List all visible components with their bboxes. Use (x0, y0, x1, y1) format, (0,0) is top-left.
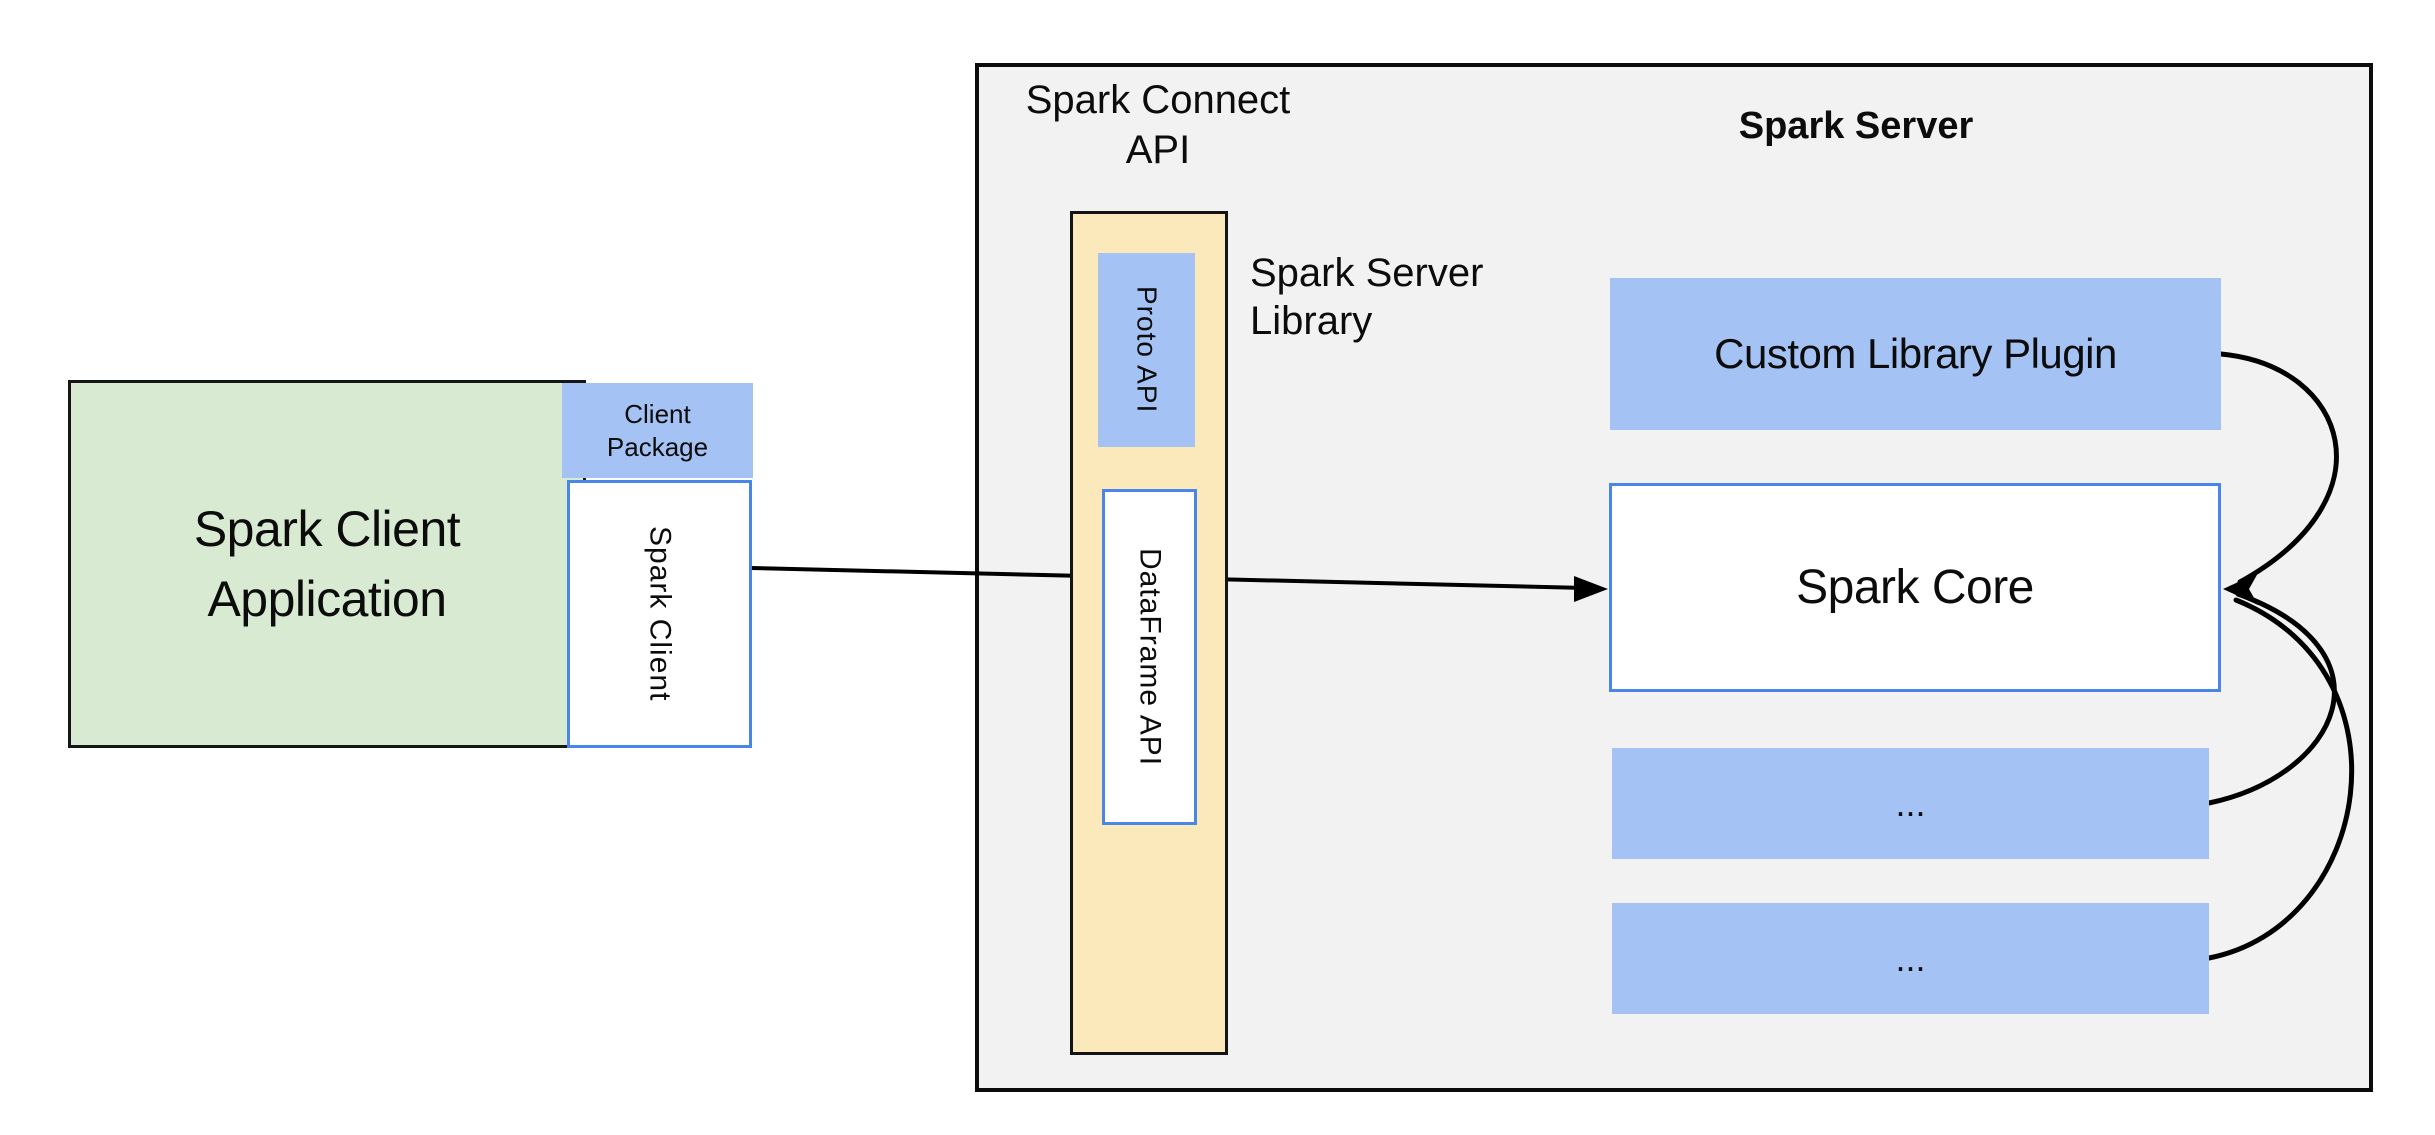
spark-client-application-label: Spark Client Application (193, 501, 461, 627)
custom-library-plugin-box: Custom Library Plugin (1610, 278, 2221, 430)
proto-api-box: Proto API (1098, 253, 1195, 447)
more-plugins-box-1: ... (1612, 748, 2209, 859)
spark-connect-api-label: Spark Connect API (1025, 78, 1291, 172)
spark-core-label: Spark Core (1796, 561, 2034, 614)
dataframe-api-box: DataFrame API (1102, 489, 1197, 825)
custom-library-plugin-label: Custom Library Plugin (1714, 330, 2117, 377)
spark-core-box: Spark Core (1609, 483, 2221, 692)
spark-server-library-label: Spark Server Library (1250, 251, 1484, 343)
spark-server-title: Spark Server (1738, 105, 1974, 147)
spark-client-label: Spark Client (643, 526, 677, 702)
more-plugins-label-2: ... (1895, 937, 1926, 979)
more-plugins-box-2: ... (1612, 903, 2209, 1014)
client-package-box: Client Package (562, 383, 753, 478)
spark-client-box: Spark Client (567, 480, 752, 748)
proto-api-label: Proto API (1131, 286, 1163, 414)
more-plugins-label-1: ... (1895, 782, 1926, 824)
client-package-label: Client Package (606, 398, 709, 462)
dataframe-api-label: DataFrame API (1133, 547, 1167, 767)
spark-client-application-box: Spark Client Application (68, 380, 586, 748)
